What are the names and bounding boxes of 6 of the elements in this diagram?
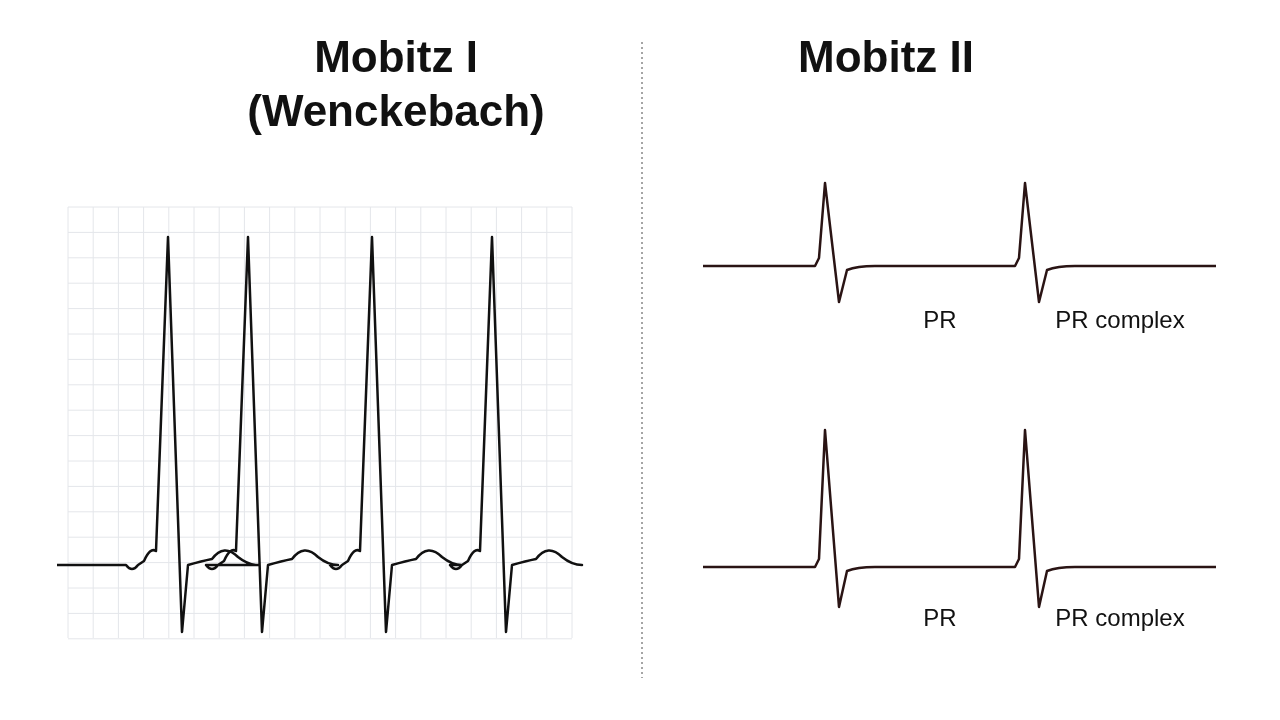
trace-label: PR — [922, 603, 958, 633]
trace-label: PR complex — [1054, 305, 1186, 335]
trace-label: PR complex — [1054, 603, 1186, 633]
heading: Mobitz I (Wenckebach) — [246, 31, 546, 137]
trace-label: PR — [922, 305, 958, 335]
heading: Mobitz II — [797, 31, 975, 83]
